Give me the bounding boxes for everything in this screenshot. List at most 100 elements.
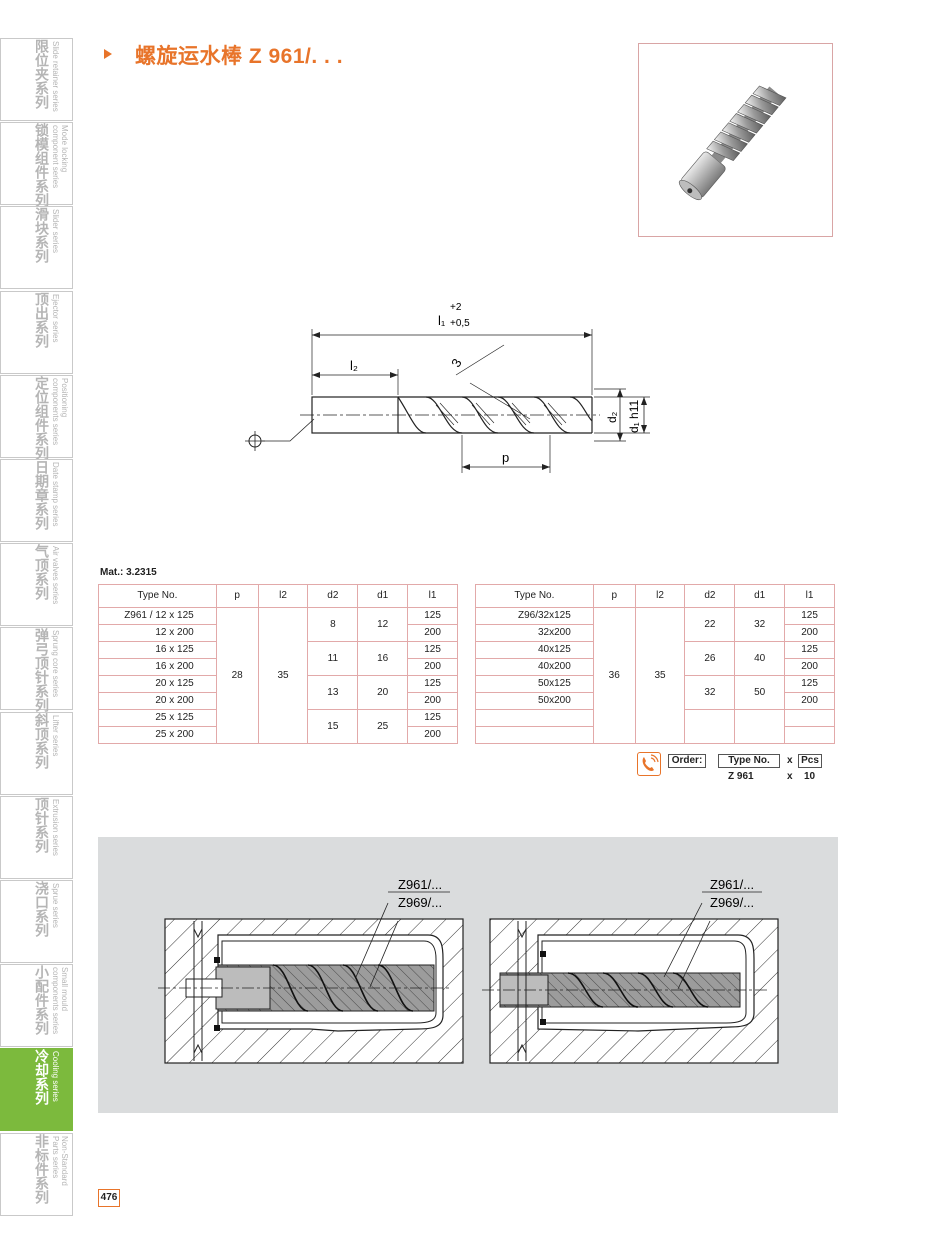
order-type-value: Z 961 bbox=[728, 771, 754, 782]
sidebar-item-zh-label: 小配件系列 bbox=[34, 965, 50, 1035]
dimension-drawing: l₁ +2 +0,5 l₂ 3 p d₂ d₁ h11 bbox=[240, 295, 660, 490]
d2-cell bbox=[684, 709, 736, 744]
angle-label: 3 bbox=[448, 356, 465, 370]
order-pcs-label: Pcs bbox=[798, 754, 822, 768]
l1-cell: 200 bbox=[784, 692, 835, 710]
table-row: 20 x 200 200 bbox=[98, 692, 458, 710]
phone-order-icon bbox=[637, 752, 661, 776]
left-callout-z961: Z961/... bbox=[398, 877, 442, 892]
sidebar-item-en-label: Non-Standard Parts series bbox=[51, 1136, 69, 1186]
table-row: Z96/32x125 36 35 22 32 125 bbox=[475, 607, 835, 744]
title-arrow-icon bbox=[104, 49, 112, 59]
sidebar-item-zh-label: 限位夹系列 bbox=[34, 39, 50, 109]
sidebar-item-zh-label: 浇口系列 bbox=[34, 881, 50, 937]
sidebar-item-en-label: Slide retainer series bbox=[51, 41, 60, 112]
col-l2: l2 bbox=[257, 584, 309, 608]
col-type-no: Type No. bbox=[475, 584, 594, 608]
sidebar-item-zh-label: 冷却系列 bbox=[34, 1049, 50, 1105]
sidebar-item-zh-label: 弹弓顶针系列 bbox=[34, 628, 50, 712]
type-cell: 16 x 200 bbox=[98, 658, 217, 676]
l1-cell bbox=[784, 726, 835, 744]
type-cell: 16 x 125 bbox=[98, 641, 217, 659]
spec-table-z96-32: Type No. p l2 d2 d1 l1 Z96/32x125 36 35 … bbox=[475, 584, 835, 744]
table-header-row: Type No. p l2 d2 d1 l1 bbox=[98, 584, 458, 608]
page-number: 476 bbox=[98, 1189, 120, 1207]
pitch-label: p bbox=[502, 450, 509, 465]
type-cell: 25 x 125 bbox=[98, 709, 217, 727]
d1-cell: 16 bbox=[357, 641, 409, 676]
type-cell: 40x125 bbox=[475, 641, 594, 659]
type-cell: 20 x 125 bbox=[98, 675, 217, 693]
sidebar-item-zh-label: 滑块系列 bbox=[34, 207, 50, 263]
l2-cell: 35 bbox=[257, 607, 309, 744]
type-cell: 12 x 200 bbox=[98, 624, 217, 642]
col-l1: l1 bbox=[784, 584, 835, 608]
l1-cell: 125 bbox=[407, 641, 458, 659]
col-d2: d2 bbox=[684, 584, 736, 608]
d2-cell: 26 bbox=[684, 641, 736, 676]
d1-cell: 40 bbox=[734, 641, 786, 676]
l1-cell bbox=[784, 709, 835, 727]
d1-cell: 20 bbox=[357, 675, 409, 710]
d1-cell: 25 bbox=[357, 709, 409, 744]
col-l2: l2 bbox=[634, 584, 686, 608]
sidebar-item-zh-label: 气顶系列 bbox=[34, 544, 50, 600]
sidebar-item-en-label: Small mould components series bbox=[51, 967, 69, 1035]
order-pcs-value: 10 bbox=[804, 771, 816, 782]
l1-cell: 125 bbox=[407, 709, 458, 727]
sidebar-item-en-label: Mode locking component series bbox=[51, 125, 69, 189]
d2-label: d₂ bbox=[605, 411, 619, 423]
sidebar-item-en-label: Positioning components series bbox=[51, 378, 69, 446]
d1-h11-label: d₁ h11 bbox=[627, 399, 641, 433]
col-d1: d1 bbox=[734, 584, 786, 608]
type-cell: 20 x 200 bbox=[98, 692, 217, 710]
col-d2: d2 bbox=[307, 584, 359, 608]
sidebar-item-zh-label: 斜顶系列 bbox=[34, 713, 50, 769]
left-callout-z969: Z969/... bbox=[398, 895, 442, 910]
l1-tol-lower: +0,5 bbox=[450, 318, 470, 329]
sidebar-item-en-label: Ejector series bbox=[51, 294, 60, 343]
d2-cell: 22 bbox=[684, 607, 736, 642]
l1-cell: 125 bbox=[407, 675, 458, 693]
table-row: 16 x 200 200 bbox=[98, 658, 458, 676]
sidebar-item-zh-label: 顶针系列 bbox=[34, 797, 50, 853]
sidebar-item-en-label: Air valves series bbox=[51, 546, 60, 605]
sidebar-item-en-label: Sprung core series bbox=[51, 630, 60, 698]
d2-cell: 11 bbox=[307, 641, 359, 676]
table-row: 20 x 125 13 20 125 bbox=[98, 675, 458, 710]
product-photo bbox=[638, 43, 833, 237]
table-row: 25 x 200 200 bbox=[98, 726, 458, 744]
type-cell: Z96/32x125 bbox=[475, 607, 594, 625]
col-d1: d1 bbox=[357, 584, 409, 608]
sidebar-item-en-label: Cooling series bbox=[51, 1051, 60, 1102]
l2-label: l₂ bbox=[350, 358, 358, 373]
l1-cell: 200 bbox=[407, 624, 458, 642]
type-cell: Z961 / 12 x 125 bbox=[98, 607, 217, 625]
type-cell bbox=[475, 726, 594, 744]
l1-cell: 200 bbox=[784, 658, 835, 676]
order-type-label: Type No. bbox=[718, 754, 780, 768]
sidebar-item-en-label: Extrusion series bbox=[51, 799, 60, 856]
l1-cell: 200 bbox=[407, 658, 458, 676]
right-callout-z961: Z961/... bbox=[710, 877, 754, 892]
right-assembly: Z961/... Z969/... bbox=[482, 877, 779, 1064]
page-title: 螺旋运水棒 Z 961/. . . bbox=[135, 45, 344, 68]
d1-cell: 12 bbox=[357, 607, 409, 642]
application-drawing: Z961/... Z969/... Z961/... Z969/... bbox=[98, 837, 838, 1113]
type-cell: 50x200 bbox=[475, 692, 594, 710]
col-p: p bbox=[592, 584, 636, 608]
